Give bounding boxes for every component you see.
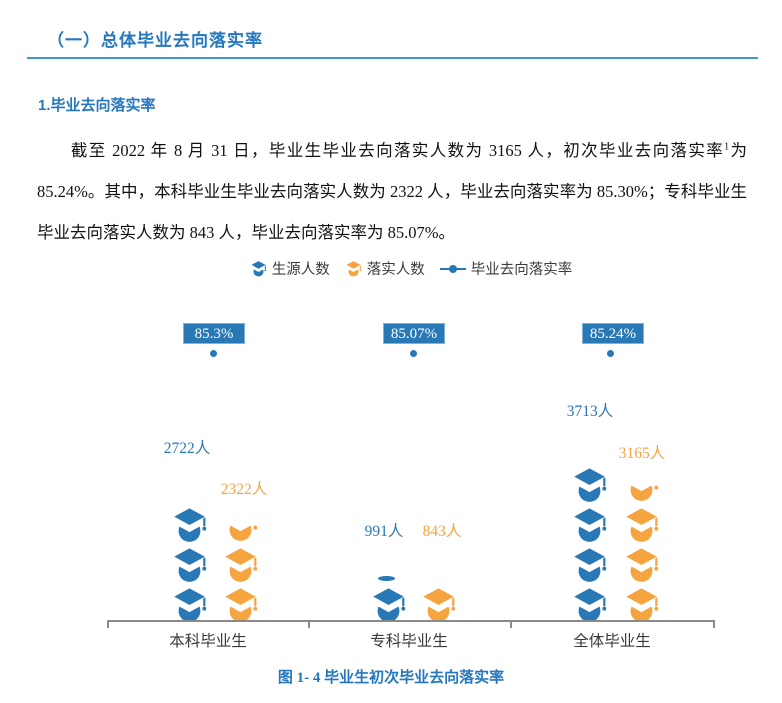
rate-point: [607, 350, 614, 357]
graduation-cap-sliver-icon: [378, 576, 395, 581]
graduation-cap-icon: [171, 506, 208, 543]
x-axis-line: [107, 620, 715, 622]
value-label-undergrad-source: 2722人: [163, 440, 211, 457]
legend-item-source: 生源人数: [250, 258, 330, 279]
legend-item-placed: 落实人数: [345, 258, 425, 279]
value-label-college-source: 991人: [364, 523, 404, 540]
legend-item-rate: 毕业去向落实率: [439, 258, 573, 279]
figure-pictogram-chart: 生源人数 落实人数 毕业去向落实率 85.3% 85.07% 85.24% 27…: [0, 250, 782, 660]
value-label-all-placed: 3165人: [618, 445, 666, 462]
axis-tick: [510, 620, 512, 628]
axis-tick: [713, 620, 715, 628]
value-label-undergrad-placed: 2322人: [220, 481, 268, 498]
category-label-undergraduate: 本科毕业生: [169, 633, 247, 650]
graduation-cap-partial-icon: [222, 525, 259, 542]
graduation-cap-icon: [571, 586, 608, 623]
graduation-cap-icon: [420, 586, 457, 623]
axis-tick: [107, 620, 109, 628]
paragraph-text-2: 为 85.24%。其中，本科毕业生毕业去向落实人数为 2322 人，毕业去向落实…: [37, 141, 748, 242]
graduation-cap-icon: [370, 586, 407, 623]
rate-label-undergraduate: 85.3%: [183, 323, 245, 344]
footnote-marker: 1: [724, 141, 730, 153]
paragraph-text-1: 截至 2022 年 8 月 31 日，毕业生毕业去向落实人数为 3165 人，初…: [70, 141, 725, 160]
axis-tick: [308, 620, 310, 628]
sub-heading: 1.毕业去向落实率: [38, 97, 156, 114]
heading-divider: [27, 57, 758, 59]
rate-point: [410, 350, 417, 357]
graduation-cap-icon: [623, 546, 660, 583]
figure-caption: 图 1- 4 毕业生初次毕业去向落实率: [277, 670, 505, 686]
graduation-cap-icon: [171, 586, 208, 623]
legend-label-rate: 毕业去向落实率: [470, 262, 573, 278]
graduation-cap-icon: [571, 506, 608, 543]
rate-line-dot-icon: [439, 264, 466, 274]
rate-point: [210, 350, 217, 357]
graduation-cap-icon: [222, 586, 259, 623]
body-paragraph: 截至 2022 年 8 月 31 日，毕业生毕业去向落实人数为 3165 人，初…: [37, 130, 747, 253]
rate-label-college: 85.07%: [383, 323, 445, 344]
value-label-all-source: 3713人: [566, 403, 614, 420]
graduation-cap-partial-icon: [623, 485, 660, 502]
graduation-cap-icon: [623, 586, 660, 623]
graduation-cap-icon: [345, 260, 362, 277]
category-label-all: 全体毕业生: [573, 633, 651, 650]
graduation-cap-icon: [171, 546, 208, 583]
graduation-cap-icon: [623, 506, 660, 543]
category-label-college: 专科毕业生: [370, 633, 448, 650]
graduation-cap-icon: [222, 546, 259, 583]
legend-label-source: 生源人数: [271, 262, 330, 278]
section-heading: （一）总体毕业去向落实率: [47, 31, 263, 50]
graduation-cap-icon: [571, 466, 608, 503]
rate-label-all: 85.24%: [582, 323, 644, 344]
value-label-college-placed: 843人: [422, 523, 462, 540]
graduation-cap-icon: [250, 260, 267, 277]
graduation-cap-icon: [571, 546, 608, 583]
legend-label-placed: 落实人数: [366, 262, 425, 278]
chart-legend: 生源人数 落实人数 毕业去向落实率: [107, 258, 715, 279]
